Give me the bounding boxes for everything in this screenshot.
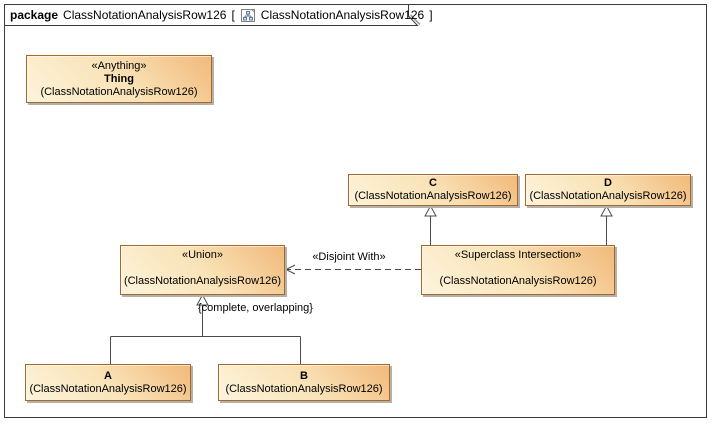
class-node-superclass-intersection[interactable]: «Superclass Intersection» (ClassNotation… — [421, 245, 615, 295]
generalization-set-label[interactable]: {complete, overlapping} — [198, 302, 313, 314]
class-diagram-icon — [240, 8, 256, 23]
class-node-d[interactable]: D (ClassNotationAnalysisRow126) — [525, 174, 691, 206]
owner-label: (ClassNotationAnalysisRow126) — [123, 275, 282, 287]
owner-label: (ClassNotationAnalysisRow126) — [29, 382, 187, 395]
class-node-thing[interactable]: «Anything» Thing (ClassNotationAnalysisR… — [26, 55, 212, 103]
owner-label: (ClassNotationAnalysisRow126) — [354, 190, 512, 202]
class-node-c[interactable]: C (ClassNotationAnalysisRow126) — [348, 174, 518, 206]
bracket-close: ] — [429, 8, 433, 22]
package-name: ClassNotationAnalysisRow126 — [63, 8, 227, 22]
package-keyword: package — [10, 8, 59, 22]
package-tab-header: package ClassNotationAnalysisRow126 [ Cl… — [10, 7, 433, 23]
class-node-a[interactable]: A (ClassNotationAnalysisRow126) — [25, 364, 191, 401]
owner-label: (ClassNotationAnalysisRow126) — [40, 85, 198, 98]
stereotype-label: «Anything» — [91, 59, 147, 72]
class-node-b[interactable]: B (ClassNotationAnalysisRow126) — [218, 364, 390, 401]
class-name-label: Thing — [104, 72, 134, 85]
diagram-name: ClassNotationAnalysisRow126 — [260, 8, 425, 22]
stereotype-label: «Superclass Intersection» — [454, 249, 582, 261]
class-name-label: B — [300, 369, 308, 382]
class-name-label: A — [104, 369, 112, 382]
class-name-label: D — [604, 177, 612, 189]
disjoint-with-edge-label[interactable]: «Disjoint With» — [312, 251, 386, 263]
stereotype-label: «Union» — [182, 249, 223, 261]
class-name-label: C — [429, 177, 437, 189]
owner-label: (ClassNotationAnalysisRow126) — [529, 190, 687, 202]
owner-label: (ClassNotationAnalysisRow126) — [439, 275, 597, 287]
owner-label: (ClassNotationAnalysisRow126) — [225, 382, 383, 395]
class-node-union[interactable]: «Union» (ClassNotationAnalysisRow126) — [120, 245, 285, 295]
bracket-open: [ — [231, 8, 235, 22]
